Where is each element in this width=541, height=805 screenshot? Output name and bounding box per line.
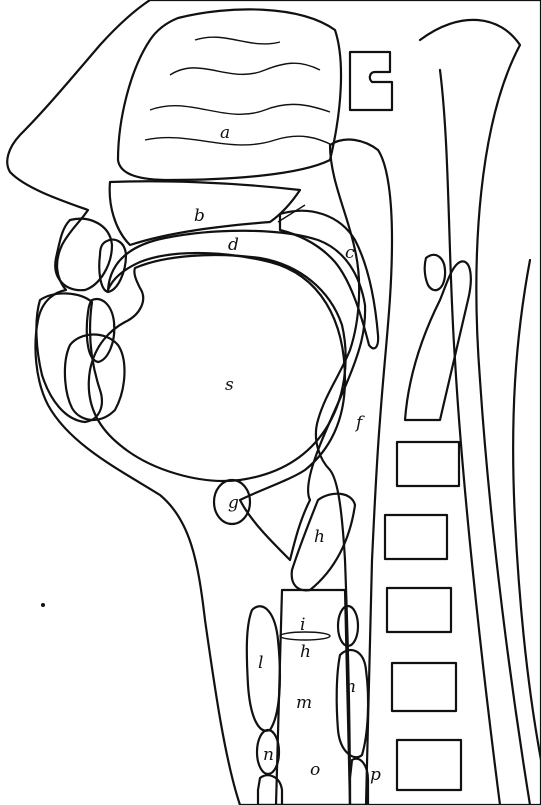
- label-o: o: [310, 760, 320, 780]
- nasal-concha-line: [145, 136, 332, 145]
- nasal-cavity: [118, 9, 341, 180]
- head-tissue: [7, 0, 541, 805]
- vertebra-body: [397, 442, 459, 486]
- trachea-ring: [258, 775, 282, 805]
- label-i: i: [300, 615, 305, 635]
- vertebra-body: [385, 515, 447, 559]
- label-f: f: [354, 413, 365, 433]
- label-l: l: [258, 653, 263, 673]
- posterior-contour: [513, 260, 541, 760]
- label-p: p: [370, 765, 381, 785]
- vertebra-body: [392, 663, 456, 711]
- label-h-lower: h: [300, 642, 311, 662]
- label-a: a: [220, 123, 230, 143]
- axis-vertebra: [405, 261, 471, 420]
- odontoid-process: [425, 255, 445, 290]
- upper-lip: [55, 219, 112, 290]
- mandible: [65, 334, 125, 419]
- label-n-right: n: [345, 677, 356, 697]
- label-b: b: [194, 206, 205, 226]
- tongue: [89, 255, 346, 481]
- label-d: d: [228, 235, 239, 255]
- nasal-concha-line: [195, 37, 280, 44]
- nasal-concha-line: [150, 104, 330, 114]
- label-s: s: [225, 375, 234, 395]
- skull-base-block: [350, 52, 392, 110]
- nasal-concha-line: [170, 63, 320, 75]
- label-m: m: [296, 693, 312, 713]
- vertebra-body: [387, 588, 451, 632]
- soft-palate: [280, 211, 378, 349]
- label-g: g: [228, 493, 239, 513]
- posterior-cricoid: [337, 650, 368, 757]
- spinal-canal-wall: [440, 70, 500, 805]
- label-n-lower: n: [263, 745, 274, 765]
- vertebra-body: [397, 740, 461, 790]
- label-h-upper: h: [314, 527, 325, 547]
- stray-dot: [41, 603, 45, 607]
- label-c: c: [345, 243, 355, 263]
